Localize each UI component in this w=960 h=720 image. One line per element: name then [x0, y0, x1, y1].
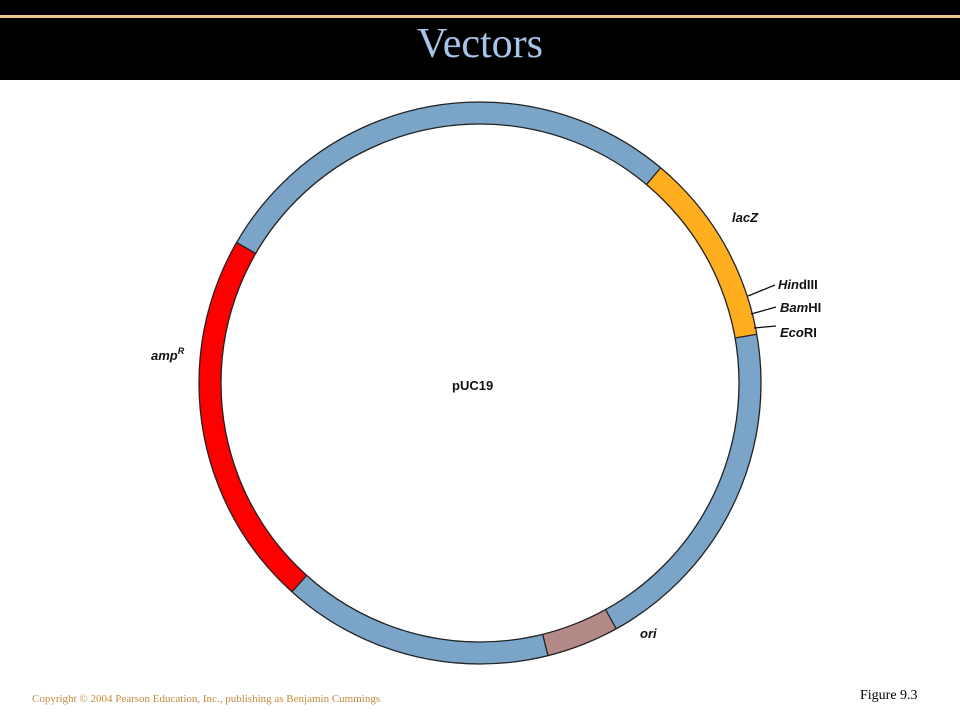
ampR-end-boundary [236, 241, 257, 255]
ring-inner-outline [220, 123, 740, 643]
lacZ-end-boundary [734, 333, 757, 339]
ampR-start-boundary [291, 575, 308, 593]
ampr-label: ampR [151, 346, 185, 363]
plasmid-name-label: pUC19 [452, 378, 493, 393]
ampR-segment [199, 242, 307, 592]
hindiii-site-label: HindIII [778, 277, 818, 292]
restriction-site-lines [747, 284, 777, 329]
ring-outer-outline [198, 101, 762, 665]
ecori-site-label: EcoRI [780, 325, 817, 340]
ori-segment [542, 609, 617, 656]
header-bar [0, 0, 960, 80]
hindiii-site-line [747, 284, 776, 297]
bamhi-site-line [750, 306, 777, 315]
slide-title: Vectors [417, 21, 543, 67]
ori-label: ori [640, 626, 657, 641]
lacZ-segment [646, 167, 757, 339]
bamhi-site-label: BamHI [780, 300, 821, 315]
lacZ-start-boundary [645, 167, 662, 186]
figure-label: Figure 9.3 [860, 688, 918, 703]
header-accent-line [0, 15, 960, 18]
copyright-notice: Copyright © 2004 Pearson Education, Inc.… [32, 693, 381, 705]
ori-start-boundary [604, 609, 617, 630]
ecori-site-line [753, 325, 777, 329]
ori-end-boundary [542, 634, 549, 656]
plasmid-ring [198, 101, 762, 665]
lacz-label: lacZ [732, 210, 759, 225]
